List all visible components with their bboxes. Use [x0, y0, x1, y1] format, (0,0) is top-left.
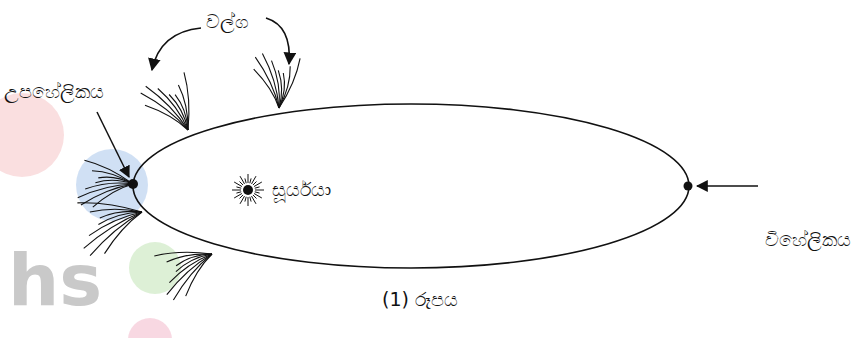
sun-ray	[248, 174, 249, 183]
sun-ray	[248, 197, 249, 206]
watermark: hs	[8, 244, 102, 316]
sun-ray	[236, 192, 241, 193]
figure-caption: (1) රූපය	[382, 288, 458, 311]
tail-stroke	[85, 183, 133, 189]
leader-arrow	[697, 185, 758, 187]
sun-ray	[255, 190, 264, 191]
sun-ray	[240, 195, 244, 199]
sun-symbol	[232, 174, 264, 206]
sun-ray	[250, 178, 251, 183]
sun-ray	[253, 182, 257, 186]
sun-label: සූර්යයා	[272, 178, 331, 201]
tail-stroke	[84, 160, 133, 184]
perihelion-label: උපහේලිකය	[4, 80, 104, 103]
tail-stroke	[279, 66, 290, 108]
watermark-circle	[0, 93, 64, 177]
tail-stroke	[173, 254, 212, 300]
tail-stroke	[98, 212, 142, 225]
sun-ray	[245, 197, 246, 202]
tail-stroke	[154, 252, 212, 256]
tail-stroke	[178, 85, 188, 130]
tail-stroke	[167, 254, 212, 262]
tail-stroke	[84, 212, 142, 248]
sun-ray	[236, 187, 241, 188]
tail-stroke	[89, 212, 142, 236]
aphelion-label: විහේලිකය	[765, 228, 851, 251]
sun-ray	[255, 187, 260, 188]
sun-ray	[240, 182, 244, 186]
sun-ray	[245, 178, 246, 183]
watermark-circle	[76, 149, 148, 221]
tail-stroke	[100, 211, 142, 218]
orbit-ellipse	[133, 104, 689, 268]
tail-stroke	[175, 95, 188, 130]
tail-stroke	[78, 184, 133, 198]
sun-core	[243, 185, 253, 195]
sun-ray	[253, 195, 257, 199]
watermark-circle	[128, 318, 172, 338]
sun-ray	[250, 197, 251, 202]
tail-stroke	[176, 254, 212, 266]
tail-stroke	[262, 54, 279, 109]
leader-arrow	[266, 18, 289, 64]
sun-ray	[252, 196, 257, 204]
tail-stroke	[272, 61, 280, 108]
sun-ray	[254, 182, 262, 187]
tail-label: වල්ග	[206, 10, 249, 33]
sun-ray	[232, 190, 241, 191]
tail-stroke	[77, 203, 142, 212]
tail-stroke	[279, 58, 300, 108]
leader-arrow	[152, 28, 201, 70]
tail-stroke	[141, 93, 188, 130]
comet-tails	[77, 54, 300, 301]
tail-stroke	[169, 95, 188, 131]
sun-ray	[234, 194, 242, 199]
sun-ray	[255, 192, 260, 193]
sun-ray	[240, 176, 245, 184]
tail-stroke	[184, 72, 189, 130]
tail-stroke	[255, 57, 279, 108]
leader-arrow	[97, 112, 129, 177]
tail-stroke	[158, 89, 188, 131]
tail-stroke	[167, 254, 212, 295]
aphelion-dot	[684, 182, 693, 191]
